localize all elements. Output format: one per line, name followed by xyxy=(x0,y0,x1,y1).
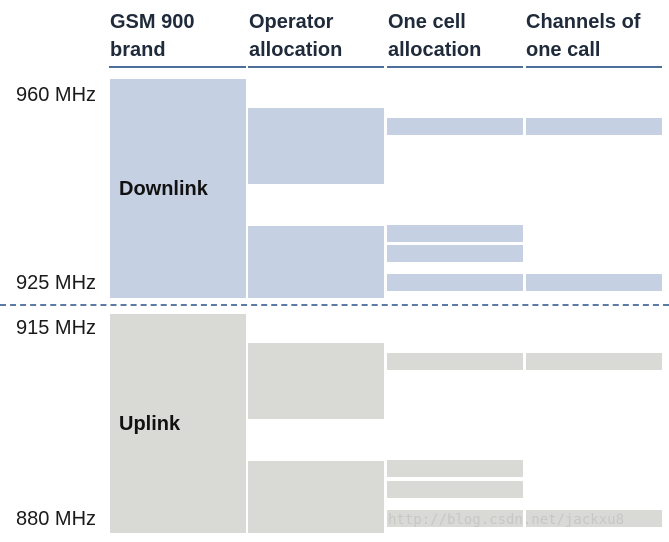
uplink-operator-block-2 xyxy=(248,461,384,533)
downlink-operator-block-1 xyxy=(248,108,384,184)
header-underline-brand xyxy=(109,66,246,68)
downlink-label: Downlink xyxy=(119,178,208,200)
uplink-label: Uplink xyxy=(119,413,181,435)
uplink-operator-block-1 xyxy=(248,343,384,419)
downlink-cell-channel-3 xyxy=(387,245,523,262)
header-one-cell-allocation: One cell allocation xyxy=(388,11,482,61)
downlink-band-block xyxy=(110,79,246,298)
watermark-text: http://blog.csdn.net/jackxu8 xyxy=(388,512,625,528)
header-operator-allocation: Operator allocation xyxy=(249,11,343,61)
freq-label-925: 925 MHz xyxy=(16,272,97,294)
header-underline-call xyxy=(526,66,662,68)
uplink-call-channel-1 xyxy=(526,353,662,370)
uplink-cell-channel-4 xyxy=(387,510,523,527)
header-channels-of-one-call: Channels of one call xyxy=(526,11,641,61)
downlink-cell-channel-2 xyxy=(387,225,523,242)
uplink-call-channel-2 xyxy=(526,510,662,527)
header-gsm-brand: GSM 900 brand xyxy=(110,11,195,61)
freq-label-960: 960 MHz xyxy=(16,84,97,106)
downlink-call-channel-1 xyxy=(526,118,662,135)
band-divider-dashed xyxy=(0,304,669,306)
downlink-cell-channel-1 xyxy=(387,118,523,135)
downlink-cell-channel-4 xyxy=(387,274,523,291)
freq-label-915: 915 MHz xyxy=(16,317,97,339)
uplink-band-block xyxy=(110,314,246,533)
uplink-cell-channel-3 xyxy=(387,481,523,498)
uplink-cell-channel-2 xyxy=(387,460,523,477)
downlink-call-channel-2 xyxy=(526,274,662,291)
freq-label-880: 880 MHz xyxy=(16,508,97,530)
downlink-operator-block-2 xyxy=(248,226,384,298)
header-underline-cell xyxy=(387,66,523,68)
header-underline-operator xyxy=(248,66,384,68)
uplink-cell-channel-1 xyxy=(387,353,523,370)
